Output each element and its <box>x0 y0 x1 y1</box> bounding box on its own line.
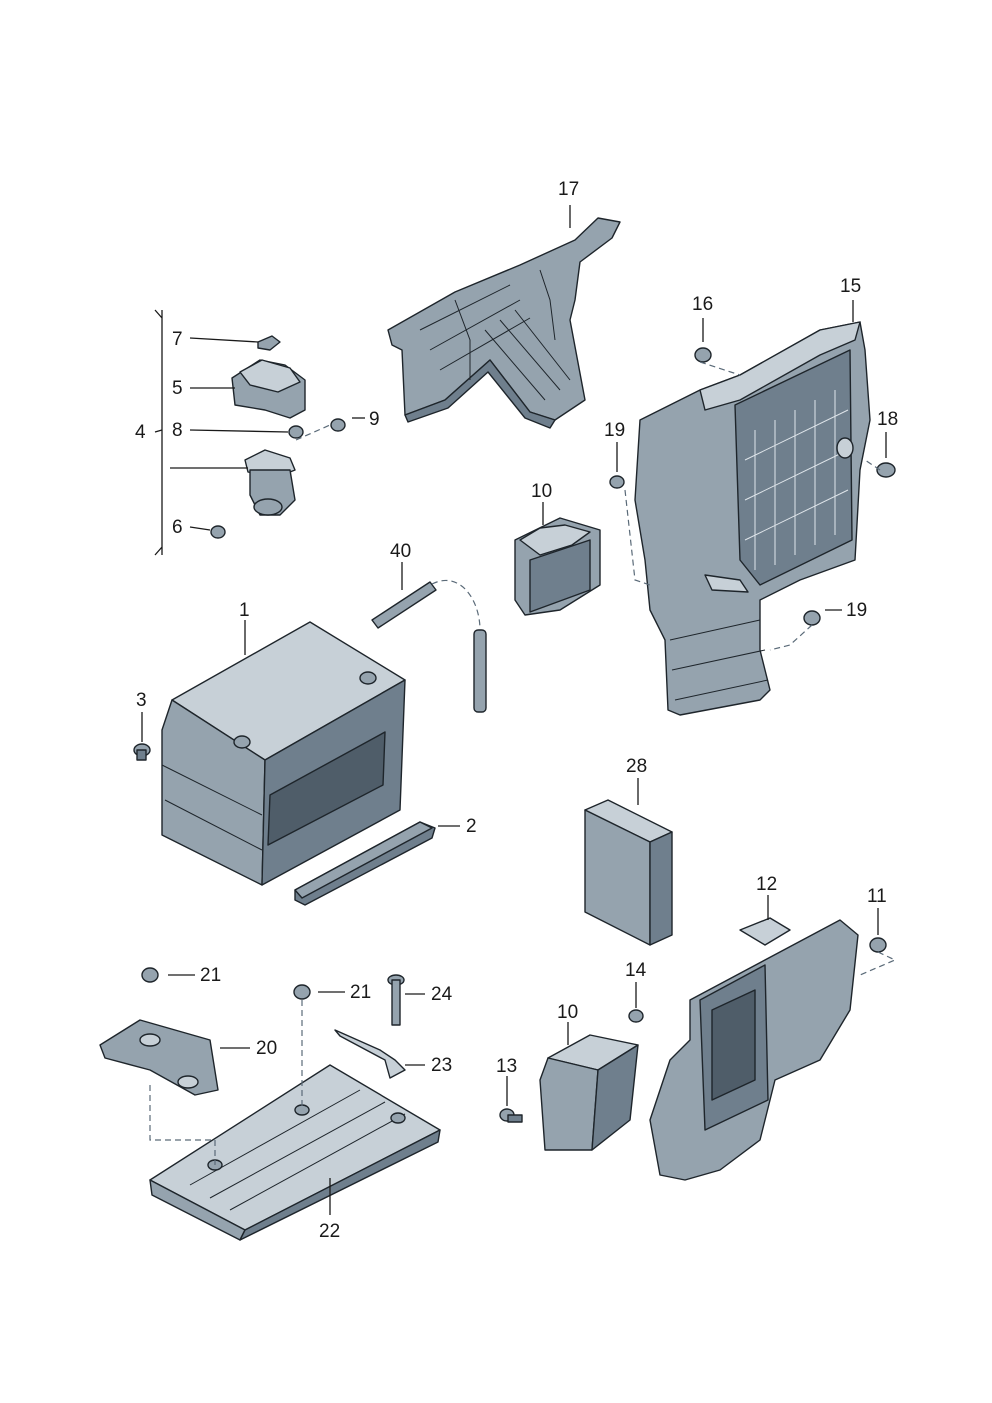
part-11-nut <box>869 937 887 953</box>
callout-40: 40 <box>390 541 411 562</box>
part-19-nut-lower <box>803 610 821 626</box>
part-8-nut <box>288 425 304 439</box>
part-40-cable <box>371 579 487 713</box>
part-relay-body <box>244 449 296 516</box>
callout-10-upper: 10 <box>531 481 552 502</box>
part-10-control-unit-lower <box>539 1034 639 1151</box>
callout-1: 1 <box>239 600 250 621</box>
callout-8: 8 <box>172 420 183 441</box>
callout-23: 23 <box>431 1055 452 1076</box>
part-1-battery <box>161 621 406 886</box>
callout-21-left: 21 <box>200 965 221 986</box>
part-20-bracket <box>99 1019 219 1096</box>
part-16-nut <box>694 347 712 363</box>
leader-lines <box>141 205 887 1215</box>
callout-6: 6 <box>172 517 183 538</box>
callout-21-right: 21 <box>350 982 371 1003</box>
part-10-control-unit-upper <box>514 517 601 616</box>
part-18-washer <box>876 462 896 478</box>
part-17-bracket <box>387 217 621 429</box>
callout-19-lower: 19 <box>846 600 867 621</box>
part-2-strip <box>294 821 436 906</box>
callout-24: 24 <box>431 984 453 1005</box>
callout-3: 3 <box>136 690 147 711</box>
part-5-cover <box>231 359 306 419</box>
callout-10-lower: 10 <box>557 1002 578 1023</box>
callout-19-upper: 19 <box>604 420 625 441</box>
callout-18: 18 <box>877 409 898 430</box>
callout-11: 11 <box>867 886 887 907</box>
part-24-bolt <box>387 974 405 1026</box>
callout-13: 13 <box>496 1056 517 1077</box>
callout-2: 2 <box>466 816 477 837</box>
assembly-lines <box>149 361 897 1165</box>
part-19-nut-upper <box>609 475 625 489</box>
callout-5: 5 <box>172 378 183 399</box>
callout-12: 12 <box>756 874 777 895</box>
callout-22: 22 <box>319 1221 340 1242</box>
part-14-nut <box>628 1009 644 1023</box>
part-3-screw <box>133 743 151 761</box>
callout-labels: 17 15 16 18 19 10 7 5 4 8 9 6 40 1 3 2 2… <box>135 179 898 1242</box>
part-12-plate <box>649 917 859 1181</box>
part-21-nut-right <box>293 984 311 1000</box>
part-21-nut-left <box>141 967 159 983</box>
callout-14: 14 <box>625 960 647 981</box>
part-23-clamp <box>334 1029 406 1079</box>
part-7-clip <box>257 335 281 351</box>
callout-16: 16 <box>692 294 713 315</box>
callout-28: 28 <box>626 756 647 777</box>
part-22-tray <box>149 1064 441 1241</box>
callout-17: 17 <box>558 179 579 200</box>
part-15-housing <box>634 321 871 716</box>
part-6-nut <box>210 525 226 539</box>
callout-4: 4 <box>135 422 146 443</box>
part-28-pad <box>584 799 673 946</box>
callout-15: 15 <box>840 276 861 297</box>
callout-9: 9 <box>369 409 380 430</box>
callout-20: 20 <box>256 1038 277 1059</box>
part-13-screw <box>499 1108 523 1123</box>
part-9-nut <box>330 418 346 432</box>
callout-7: 7 <box>172 329 183 350</box>
